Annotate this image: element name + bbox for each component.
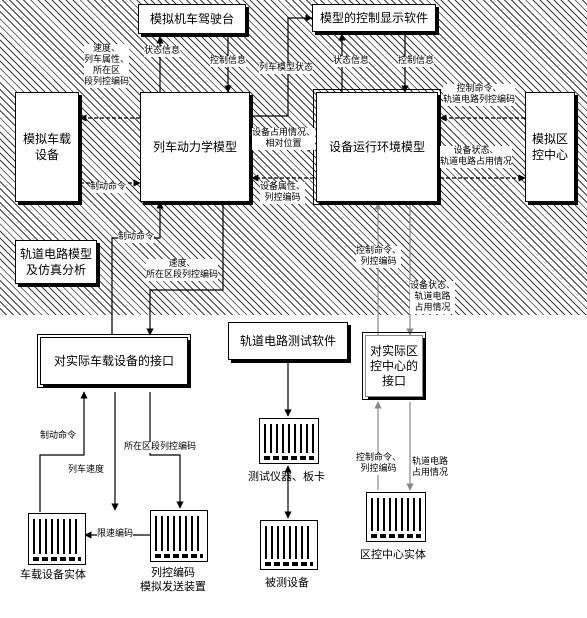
label-occupy-pos: 设备占用情况、 相对位置 <box>252 128 316 150</box>
rack-slots <box>155 516 203 551</box>
label-section-code: 所在区段列控编码 <box>124 442 197 453</box>
control-display-box: 模型的控制显示软件 <box>312 4 436 32</box>
caption-code-gen: 列控编码 模拟发送装置 <box>140 566 206 593</box>
rack-feet <box>264 456 314 460</box>
driver-console-box: 模拟机车驾驶台 <box>138 4 246 34</box>
label-dev-state-up: 设备状态、 轨道电路 占用情况 <box>410 281 456 314</box>
label-brake-cmd-3: 制动命令 <box>40 431 77 442</box>
rack-slots <box>265 526 313 559</box>
onboard-sim-box: 模拟车载 设备 <box>15 92 79 202</box>
label-speed-limit: 限速编码 <box>97 529 134 540</box>
caption-onboard-real: 车载设备实体 <box>20 568 86 581</box>
rack-feet <box>33 557 81 561</box>
dynamics-box: 列车动力学模型 <box>140 92 250 202</box>
label-track-occ-bottom: 轨道电路 占用情况 <box>412 457 449 479</box>
rack-feet <box>155 554 203 558</box>
label-speed-attr: 速度、 列车属性、 所在区 段列控编码 <box>84 44 130 88</box>
label-ctrl-cmd-right: 控制命令、 轨道电路列控编码 <box>443 84 516 106</box>
zone-real-device <box>366 492 426 542</box>
track-test-box: 轨道电路测试软件 <box>228 322 348 360</box>
env-box: 设备运行环境模型 <box>313 89 441 205</box>
label-dev-state-right: 设备状态、 轨道电路占用情况 <box>440 146 513 168</box>
edge-iface-to-codegen <box>149 392 184 509</box>
label-train-state: 列车模型状态 <box>259 63 314 74</box>
edge-dynamics-to-iface <box>146 202 224 336</box>
label-ctrl-info-1: 控制信息 <box>210 56 247 67</box>
label-brake-cmd-1: 制动命令 <box>90 182 127 193</box>
label-brake-cmd-2: 制动命令 <box>118 232 155 243</box>
label-state-info-2: 状态信息 <box>333 56 370 67</box>
edge-onboard-real-to-iface <box>39 391 88 512</box>
label-ctrl-info-2: 控制信息 <box>398 56 435 67</box>
caption-tested: 被测设备 <box>265 576 309 589</box>
instrument-device <box>259 418 319 464</box>
caption-zone-real: 区控中心实体 <box>360 548 426 561</box>
rack-feet <box>371 534 421 538</box>
track-sim-box: 轨道电路模型 及仿真分析 <box>15 240 97 284</box>
caption-instrument: 测试仪器、板卡 <box>248 470 325 483</box>
label-equip-attr: 设备属性、 列控编码 <box>260 182 306 204</box>
iface-onboard-box: 对实际车载设备的接口 <box>37 334 191 388</box>
code-gen-device <box>150 510 208 562</box>
iface-zone-box: 对实际区 控中心的 接口 <box>362 332 426 400</box>
rack-slots <box>33 519 81 554</box>
onboard-real-device <box>28 513 86 565</box>
rack-slots <box>371 498 421 531</box>
label-train-speed: 列车速度 <box>68 465 105 476</box>
label-speed-code: 速度、 所在区段列控编码 <box>146 259 219 281</box>
label-ctrl-cmd-bottom: 控制命令、 列控编码 <box>356 453 402 475</box>
rack-feet <box>265 562 313 566</box>
zone-sim-box: 模拟区 控中心 <box>525 92 575 202</box>
label-ctrl-cmd-down: 控制命令、 列控编码 <box>356 246 402 268</box>
label-state-info-1: 状态信息 <box>144 46 181 57</box>
tested-device <box>260 520 318 570</box>
rack-slots <box>264 424 314 453</box>
